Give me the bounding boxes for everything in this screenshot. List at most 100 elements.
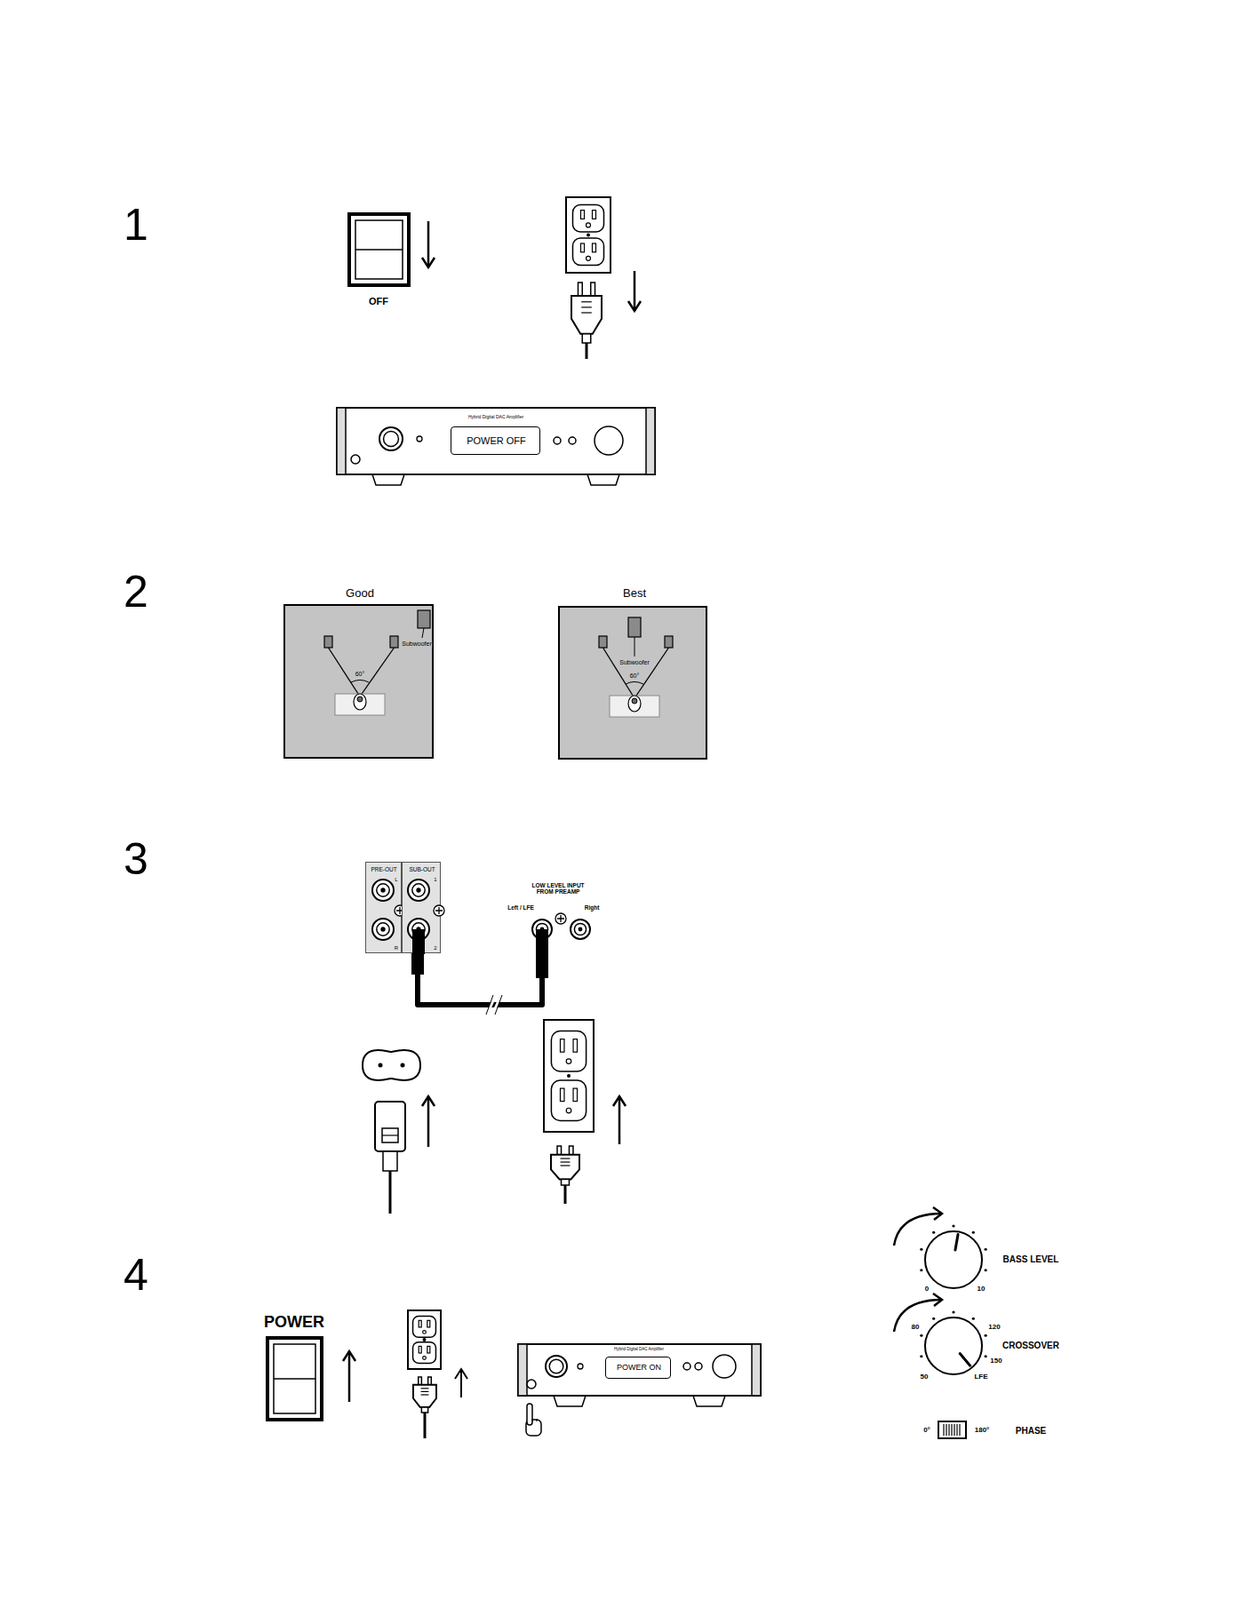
- iec-inlet-pin: [400, 1063, 406, 1069]
- knob-scale-dot: [984, 1355, 988, 1358]
- turn-arrow-head: [933, 1207, 942, 1221]
- listener-head: [631, 698, 638, 704]
- knob-scale-dot: [919, 1355, 923, 1358]
- receptacle: [413, 1342, 437, 1365]
- plug-prong: [568, 1146, 573, 1156]
- strain-relief: [582, 334, 591, 344]
- plug-grip: [560, 1161, 571, 1163]
- receptacle: [550, 1031, 586, 1072]
- ground-screw: [433, 905, 445, 917]
- node-text: 1: [433, 877, 437, 884]
- volume-knob-cap: [549, 1359, 564, 1374]
- knob-scale-dot: [919, 1268, 923, 1272]
- arrow-shaft: [618, 1096, 622, 1145]
- amp-end-cap: [751, 1344, 761, 1397]
- plug-prong: [428, 1377, 432, 1386]
- callout-label: 0°: [923, 1427, 931, 1436]
- plug-grip: [421, 1391, 430, 1393]
- node-text: 60°: [354, 670, 367, 679]
- strain-relief: [383, 1151, 398, 1172]
- ground-hole: [422, 1331, 427, 1335]
- plug-grip: [581, 306, 592, 308]
- step-number: 4: [123, 1251, 149, 1301]
- ground-screw: [555, 913, 567, 925]
- iec-inlet: [362, 1050, 421, 1081]
- rocker-switch: [267, 1338, 322, 1421]
- receptacle-slot: [559, 1088, 564, 1102]
- front-button: [568, 437, 576, 445]
- knob-scale-dot: [919, 1248, 923, 1252]
- receptacle-slot: [418, 1346, 422, 1354]
- listener-head: [357, 696, 363, 703]
- power-cord: [389, 1171, 392, 1214]
- node-text: 2: [433, 945, 437, 952]
- subwoofer: [628, 617, 641, 638]
- callout-label: 150: [989, 1357, 1002, 1366]
- ground-hole: [566, 1059, 572, 1065]
- ground-hole: [586, 223, 591, 228]
- plug-prong: [418, 1377, 423, 1386]
- callout-label: CROSSOVER: [1002, 1340, 1060, 1351]
- arrow-shaft: [427, 1096, 431, 1148]
- plug-body: [571, 295, 602, 335]
- rca-plug: [412, 929, 425, 955]
- display-window: POWER ON: [605, 1356, 671, 1380]
- step-number: 3: [123, 835, 149, 885]
- selector-knob: [712, 1355, 736, 1379]
- strain-relief: [421, 1407, 428, 1413]
- rca-cable: [417, 944, 543, 1006]
- room-plan: GoodSubwoofer60°: [283, 604, 434, 759]
- volume-knob-cap: [383, 431, 400, 447]
- callout-label: 50: [920, 1373, 929, 1382]
- iec-plug-grip: [382, 1128, 399, 1143]
- power-cord: [585, 343, 589, 360]
- node-text: 60°: [629, 672, 641, 680]
- callout-label: Hybrid Digital DAC Amplifier: [614, 1348, 664, 1353]
- plug-prong: [577, 282, 583, 296]
- plug-prong: [590, 282, 596, 296]
- outlet-plate: [566, 197, 611, 273]
- receptacle: [573, 238, 605, 266]
- arrow-shaft: [348, 1351, 352, 1403]
- connector-group: [417, 944, 543, 1006]
- arrow-shaft: [633, 271, 637, 312]
- amp-foot: [372, 474, 405, 486]
- phase-switch-grip: [950, 1424, 952, 1437]
- knob-scale-dot: [972, 1231, 975, 1235]
- knob-scale-dot: [972, 1317, 975, 1321]
- callout-label: Hybrid Digital DAC Amplifier: [468, 415, 524, 421]
- rocker-divider: [273, 1378, 316, 1381]
- headphone-jack: [351, 454, 360, 464]
- power-cord: [423, 1412, 427, 1439]
- rca-jack-pin: [380, 926, 385, 932]
- amp-foot: [587, 474, 620, 486]
- arrow-shaft: [427, 221, 431, 268]
- rca-jack: [570, 919, 591, 940]
- receptacle-slot: [427, 1320, 431, 1328]
- amp-body: [336, 407, 655, 475]
- iec-plug-grip-line: [382, 1134, 399, 1136]
- outlet-plate: [543, 1020, 594, 1133]
- amp-body: [518, 1344, 761, 1397]
- angle-arc: [351, 680, 369, 683]
- rca-jack-pin: [578, 927, 583, 933]
- knob-pointer: [959, 1354, 970, 1367]
- plug-grip: [421, 1394, 430, 1396]
- node-heading: LOW LEVEL INPUT FROM PREAMP: [530, 882, 586, 895]
- receptacle-slot: [581, 210, 585, 220]
- room-plan: BestSubwoofer60°: [558, 606, 708, 760]
- node-text: Right: [584, 904, 600, 911]
- plug-grip: [581, 311, 592, 313]
- node-artwork: [285, 606, 436, 761]
- volume-knob: [545, 1356, 567, 1378]
- ground-hole: [422, 1356, 427, 1361]
- node-heading: POWER OFF: [466, 435, 527, 447]
- selector-knob: [594, 426, 623, 455]
- outlet-plate: [407, 1310, 441, 1370]
- phase-switch-grip: [942, 1424, 944, 1437]
- iec-inlet-pin: [378, 1063, 384, 1069]
- callout-label: BASS LEVEL: [1003, 1254, 1060, 1265]
- receptacle-slot: [559, 1039, 564, 1054]
